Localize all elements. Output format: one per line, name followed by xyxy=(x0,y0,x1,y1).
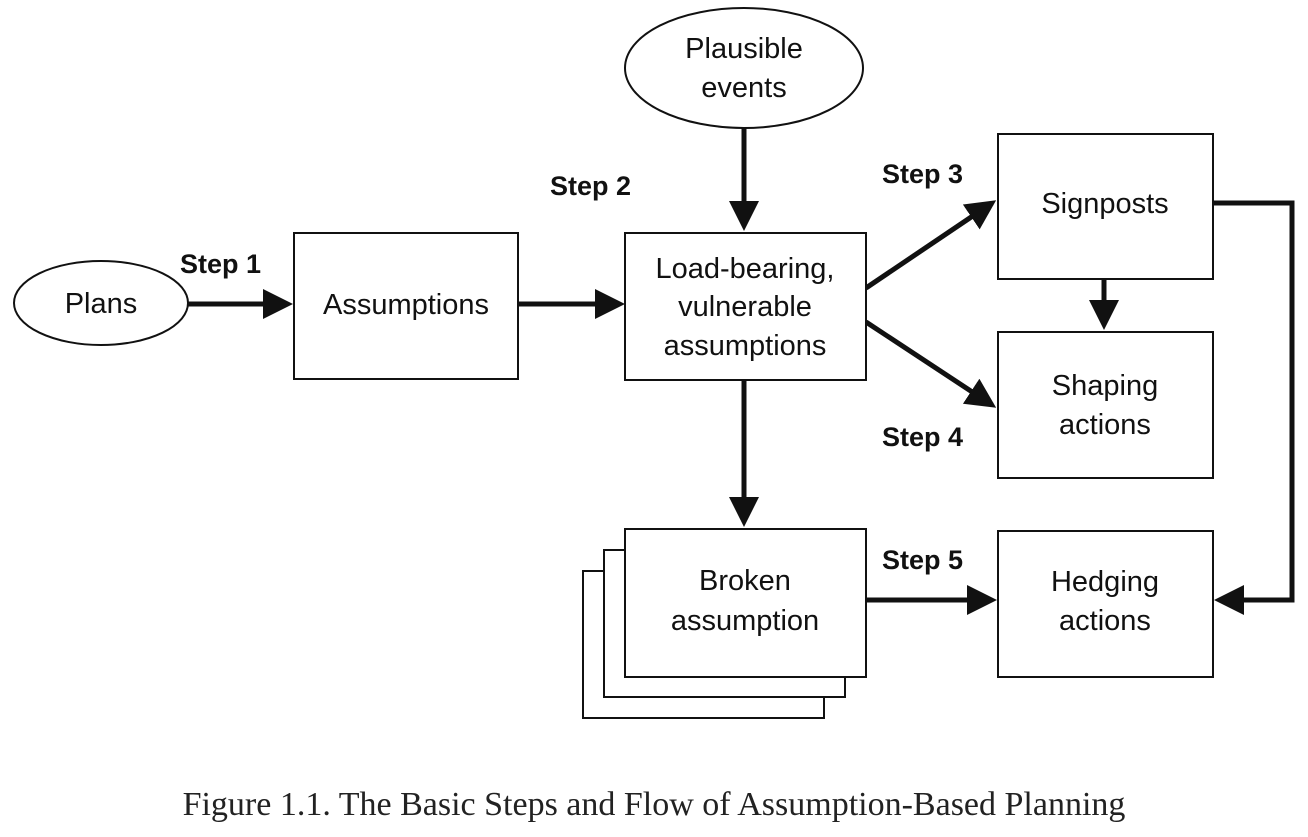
broken-assumption-node xyxy=(624,528,867,678)
arrow-load-bearing-to-shaping xyxy=(864,319,997,408)
arrow-load-bearing-to-signposts xyxy=(864,200,997,291)
hedging-actions-label-line2: actions xyxy=(1059,605,1151,637)
load-bearing-label-line3: assumptions xyxy=(664,330,827,362)
arrow-signposts-to-hedging xyxy=(1213,200,1295,615)
step-2-label: Step 2 xyxy=(550,171,631,201)
step-5-label: Step 5 xyxy=(882,545,963,575)
hedging-actions-node xyxy=(997,530,1214,678)
broken-assumption-label-line1: Broken xyxy=(699,565,791,597)
hedging-actions-label-line1: Hedging xyxy=(1051,566,1159,598)
step-3-label: Step 3 xyxy=(882,159,963,189)
load-bearing-label-line1: Load-bearing, xyxy=(656,253,835,285)
figure-caption: Figure 1.1. The Basic Steps and Flow of … xyxy=(183,786,1126,823)
shaping-actions-label-line2: actions xyxy=(1059,409,1151,441)
shaping-actions-label-line1: Shaping xyxy=(1052,370,1158,402)
assumptions-label: Assumptions xyxy=(323,289,489,321)
step-4-label: Step 4 xyxy=(882,422,963,452)
signposts-node xyxy=(997,133,1214,280)
load-bearing-label-line2: vulnerable xyxy=(678,291,812,323)
plans-label: Plans xyxy=(65,288,138,320)
signposts-label: Signposts xyxy=(1041,188,1168,220)
assumptions-node xyxy=(293,232,519,380)
shaping-actions-node xyxy=(997,331,1214,479)
plausible-events-label-line2: events xyxy=(701,72,786,104)
load-bearing-node xyxy=(624,232,867,381)
plausible-events-label-line1: Plausible xyxy=(685,33,803,65)
plausible-events-node xyxy=(624,7,864,129)
broken-assumption-label-line2: assumption xyxy=(671,605,819,637)
plans-node xyxy=(13,260,189,346)
step-1-label: Step 1 xyxy=(180,249,261,279)
